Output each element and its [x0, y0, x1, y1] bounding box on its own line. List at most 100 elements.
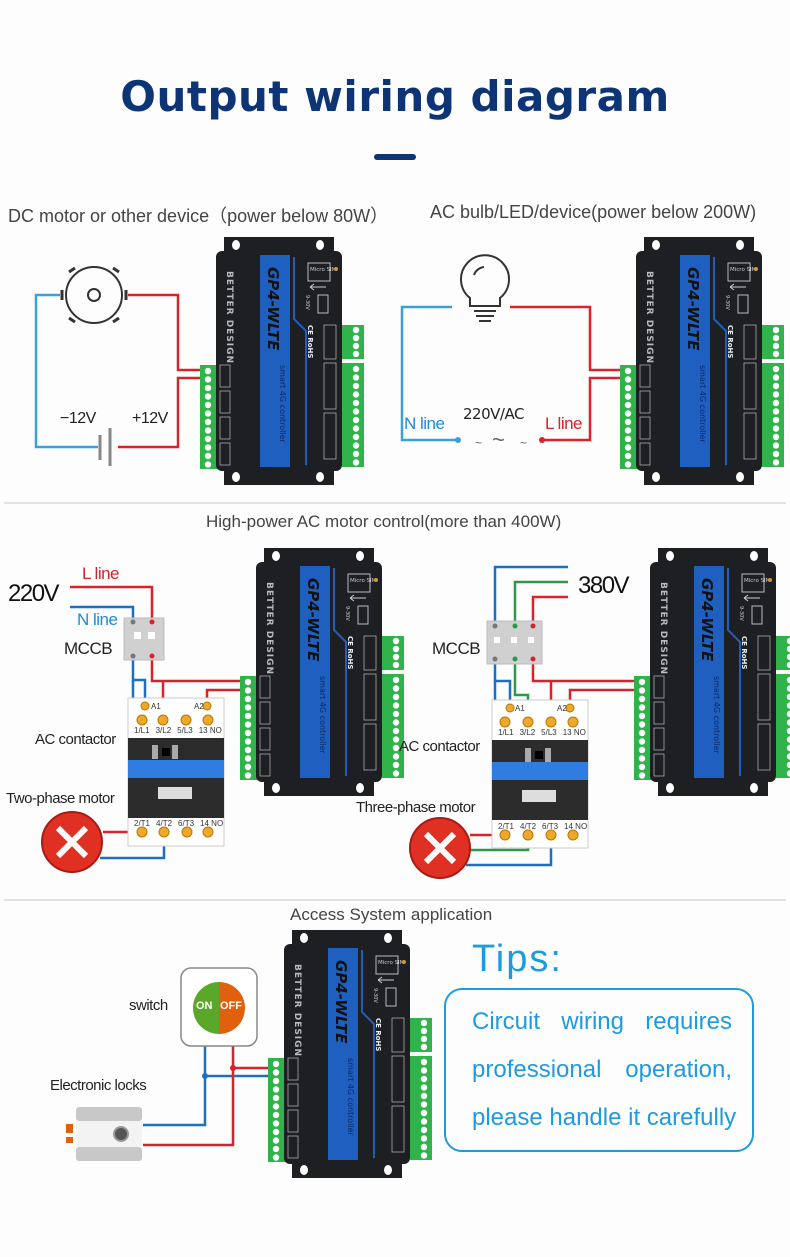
ac-symbol: ~ [492, 427, 505, 452]
ac-l-line-label: L line [545, 414, 583, 433]
two-phase-l-line-label: L line [82, 564, 120, 583]
device-cert-label: CE RoHS [726, 325, 734, 358]
coil-a1-label: A1 [151, 702, 161, 711]
device-subtitle-label: smart 4G controller [318, 676, 327, 755]
three-phase-voltage-label: 380V [578, 572, 630, 599]
terminal-label: 4/T2 [520, 822, 537, 831]
coil-a2-label: A2 [557, 704, 567, 713]
ac-voltage-label: 220V/AC [463, 405, 524, 423]
device-model-label: GP4-WLTE [332, 960, 350, 1044]
terminal-label: 13 NO [562, 728, 586, 737]
coil-a2-label: A2 [194, 702, 204, 711]
contactor-right-bottom-terminals: 2/T1 4/T2 6/T3 14 NO [498, 822, 587, 831]
dc-section-title: DC motor or other device（power below 80W… [8, 206, 389, 226]
dc-wires [34, 293, 205, 449]
access-wires [143, 1046, 268, 1147]
device-brand-label: BETTER DESIGN [264, 582, 274, 675]
device-model-label: GP4-WLTE [684, 267, 702, 351]
three-phase-motor-label: Three-phase motor [356, 799, 476, 816]
device-cert-label: CE RoHS [306, 325, 314, 358]
two-phase-contactor-label: AC contactor [35, 731, 116, 748]
gp4-wlte-controller: GP4-WLTE smart 4G controller BETTER DESIGN… [634, 548, 790, 796]
device-brand-label: BETTER DESIGN [658, 582, 668, 675]
device-brand-label: BETTER DESIGN [292, 964, 302, 1057]
tips-title: Tips: [472, 938, 563, 980]
tips-line: Circuit wiring requires [472, 1008, 732, 1035]
high-power-section-title: High-power AC motor control(more than 40… [206, 512, 562, 531]
device-power-label: 9-30V [738, 606, 744, 621]
device-sim-label: Micro SIM [744, 578, 771, 584]
terminal-label: 2/T1 [498, 822, 515, 831]
dc-motor-icon [60, 266, 128, 324]
three-phase-mccb-label: MCCB [432, 639, 481, 658]
terminal-label: 13 NO [198, 726, 222, 735]
ac-wires [400, 305, 620, 442]
device-subtitle-label: smart 4G controller [698, 365, 707, 444]
ac-contactor-left [127, 697, 225, 847]
contactor-left-top-terminals: 1/L1 3/L2 5/L3 13 NO [134, 726, 222, 735]
terminal-label: 14 NO [200, 819, 224, 828]
switch-icon [180, 967, 258, 1047]
device-power-label: 9-30V [372, 988, 378, 1003]
dc-motor-wire [128, 293, 205, 372]
two-phase-mccb-label: MCCB [64, 639, 113, 658]
tips-line: please handle it carefully [472, 1104, 737, 1131]
device-model-label: GP4-WLTE [264, 267, 282, 351]
electronic-lock-label: Electronic locks [50, 1077, 147, 1094]
ac-symbol: ~ [520, 436, 527, 450]
switch-label: switch [129, 997, 168, 1014]
two-phase-voltage-label: 220V [8, 580, 60, 607]
terminal-label: 6/T3 [178, 819, 195, 828]
device-power-label: 9-30V [344, 606, 350, 621]
device-cert-label: CE RoHS [740, 636, 748, 669]
gp4-wlte-controller: GP4-WLTE smart 4G controller BETTER DESIGN… [268, 930, 432, 1178]
device-model-label: GP4-WLTE [698, 578, 716, 662]
device-cert-label: CE RoHS [346, 636, 354, 669]
device-power-label: 9-30V [724, 295, 730, 310]
ac-n-line-label: N line [404, 414, 445, 433]
light-bulb-icon [460, 254, 510, 322]
title-underline [374, 154, 416, 160]
contactor-right-top-terminals: 1/L1 3/L2 5/L3 13 NO [498, 728, 586, 737]
ac-contactor-right [491, 699, 589, 849]
terminal-label: 3/L2 [155, 726, 172, 735]
battery-icon [98, 428, 112, 466]
device-sim-label: Micro SIM [310, 267, 337, 273]
dc-positive-label: +12V [132, 410, 168, 427]
device-cert-label: CE RoHS [374, 1018, 382, 1051]
dc-negative-label: −12V [60, 410, 96, 427]
ac-l-wire-top [510, 305, 620, 372]
device-subtitle-label: smart 4G controller [712, 676, 721, 755]
ac-l-wire-bottom [542, 376, 620, 442]
terminal-label: 3/L2 [519, 728, 536, 737]
page-title: Output wiring diagram [120, 72, 670, 121]
ac-section-title: AC bulb/LED/device(power below 200W) [430, 202, 757, 222]
ac-symbol: ~ [475, 436, 482, 450]
contactor-left-bottom-terminals: 2/T1 4/T2 6/T3 14 NO [134, 819, 223, 828]
three-phase-motor-icon [409, 817, 471, 879]
tips-box [444, 988, 754, 1152]
device-subtitle-label: smart 4G controller [346, 1058, 355, 1137]
two-phase-n-line-label: N line [77, 610, 118, 629]
terminal-label: 4/T2 [156, 819, 173, 828]
terminal-label: 14 NO [564, 822, 588, 831]
device-sim-label: Micro SIM [350, 578, 377, 584]
tips-line: professional operation, [472, 1056, 732, 1083]
dc-negative-wire [34, 293, 98, 449]
section-divider [4, 502, 786, 504]
terminal-label: 2/T1 [134, 819, 151, 828]
mccb-two-pole [123, 617, 165, 661]
terminal-label: 6/T3 [542, 822, 559, 831]
device-subtitle-label: smart 4G controller [278, 365, 287, 444]
terminal-label: 5/L3 [541, 728, 557, 737]
switch-off-label: OFF [220, 1000, 242, 1012]
three-phase-contactor-label: AC contactor [399, 738, 480, 755]
device-power-label: 9-30V [304, 295, 310, 310]
section-divider [4, 899, 786, 901]
terminal-label: 5/L3 [177, 726, 193, 735]
electronic-lock-icon [66, 1107, 142, 1161]
